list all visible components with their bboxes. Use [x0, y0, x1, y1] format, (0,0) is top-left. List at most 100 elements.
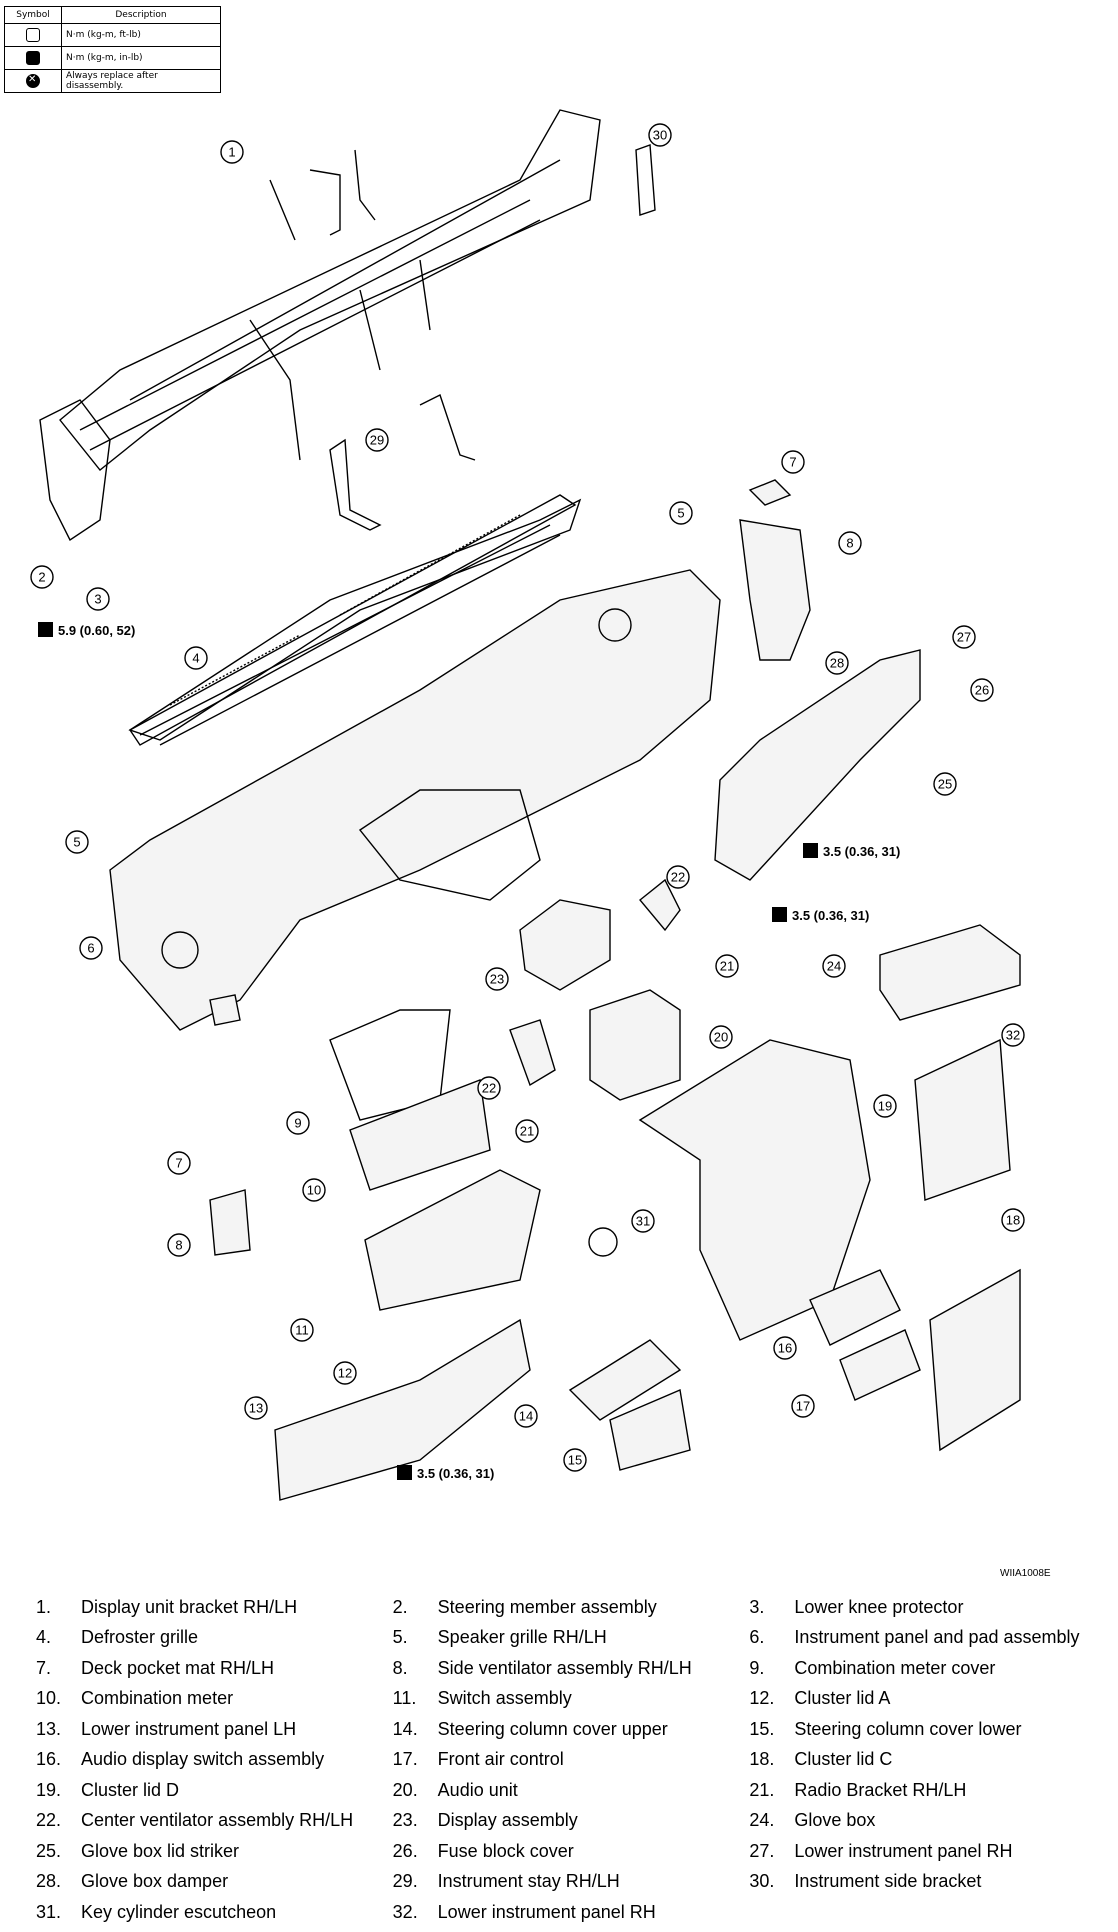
callout-label: 30: [653, 128, 667, 143]
part-name: Instrument stay RH/LH: [437, 1871, 620, 1892]
callout-label: 3: [94, 592, 101, 607]
callout-label: 25: [938, 777, 952, 792]
part-number: 16.: [36, 1749, 62, 1770]
callout-label: 23: [490, 972, 504, 987]
parts-list-item: 17.Front air control: [393, 1749, 750, 1770]
callout-label: 4: [192, 651, 199, 666]
figure-code: WIIA1008E: [1000, 1568, 1051, 1579]
callout-label: 26: [975, 683, 989, 698]
torque-wrench-icon: [772, 907, 787, 922]
part-number: 15.: [749, 1718, 775, 1739]
part-number: 26.: [392, 1840, 418, 1861]
callout-label: 7: [175, 1156, 182, 1171]
parts-list-item: 11. Switch assembly: [393, 1688, 750, 1709]
part-name: Glove box: [794, 1810, 876, 1831]
parts-list-row: 16. Audio display switch assembly 17.Front…: [36, 1745, 1106, 1776]
callout-label: 19: [878, 1099, 892, 1114]
part-name: Audio unit: [437, 1779, 518, 1800]
callout-label: 1: [228, 145, 235, 160]
part-name: Key cylinder escutcheon: [81, 1901, 277, 1922]
callout-label: 18: [1006, 1213, 1020, 1228]
part-name: Cluster lid D: [81, 1779, 180, 1800]
replace-icon: [26, 74, 40, 88]
part-number: 5.: [392, 1627, 408, 1648]
torque-wrench-icon: [397, 1465, 412, 1480]
defroster-grille-drawing: [128, 494, 577, 746]
part-number: 22.: [36, 1810, 62, 1831]
torque-wrench-icon: [803, 843, 818, 858]
part-number: 4.: [36, 1627, 52, 1648]
part-name: Combination meter cover: [794, 1657, 996, 1678]
part-number: 2.: [392, 1596, 408, 1617]
callout-label: 21: [720, 959, 734, 974]
legend-row-text: N·m (kg-m, in-lb): [61, 46, 221, 70]
parts-list-item: 10.Combination meter: [36, 1688, 393, 1709]
part-name: Audio display switch assembly: [81, 1749, 325, 1770]
callout-label: 2: [38, 570, 45, 585]
cluster-lid-c-drawing: [809, 1038, 1021, 1452]
part-number: 24.: [749, 1810, 775, 1831]
part-number: 11.: [392, 1688, 417, 1709]
parts-list-item: 28. Glove box damper: [36, 1871, 393, 1892]
part-number: 28.: [36, 1871, 62, 1892]
part-name: Fuse block cover: [437, 1840, 574, 1861]
parts-list-item: 30.Instrument side bracket: [749, 1871, 1106, 1892]
callout-label: 10: [307, 1183, 321, 1198]
callout-label: 21: [520, 1124, 534, 1139]
part-name: Combination meter: [81, 1688, 234, 1709]
part-number: 29.: [392, 1871, 418, 1892]
parts-list-item: 18.Cluster lid C: [749, 1749, 1106, 1770]
parts-list-item: 2. Steering member assembly: [393, 1597, 750, 1618]
callout-markers: 1 2 3 4 5 5 6 7 7 8 8 9 10 11 12 13 14 1…: [30, 123, 1025, 1472]
part-name: Glove box damper: [81, 1871, 229, 1892]
part-number: 23.: [392, 1810, 418, 1831]
callout-label: 8: [175, 1238, 182, 1253]
callout-label: 9: [294, 1116, 301, 1131]
part-number: 6.: [749, 1627, 765, 1648]
glove-box-drawing: [714, 649, 1021, 1021]
part-name: Steering member assembly: [437, 1596, 657, 1617]
part-name: Center ventilator assembly RH/LH: [81, 1810, 354, 1831]
parts-list-item: 26. Fuse block cover: [393, 1841, 750, 1862]
parts-list-item: 29. Instrument stay RH/LH: [393, 1871, 750, 1892]
center-stack-drawing: [509, 878, 871, 1341]
parts-list-item: 9. Combination meter cover: [749, 1658, 1106, 1679]
callout-label: 22: [482, 1081, 496, 1096]
torque-label: 3.5 (0.36, 31): [417, 1466, 494, 1481]
parts-list-item: 1.Display unit bracket RH/LH: [36, 1597, 393, 1618]
side-ventilator-rh-drawing: [739, 479, 811, 661]
bracket-drawings: [269, 144, 656, 531]
part-name: Instrument panel and pad assembly: [794, 1627, 1080, 1648]
part-number: 7.: [36, 1657, 52, 1678]
part-name: Deck pocket mat RH/LH: [81, 1657, 275, 1678]
parts-list-row: 28. Glove box damper 29. Instrument stay RH…: [36, 1867, 1106, 1898]
parts-list-item: 31. Key cylinder escutcheon: [36, 1902, 393, 1923]
part-name: Glove box lid striker: [81, 1840, 240, 1861]
parts-list-item: 5.Speaker grille RH/LH: [393, 1627, 750, 1648]
part-name: Switch assembly: [437, 1688, 572, 1709]
callout-label: 8: [846, 536, 853, 551]
torque-label: 5.9 (0.60, 52): [58, 623, 135, 638]
part-number: 31.: [36, 1901, 62, 1922]
part-number: 9.: [749, 1657, 765, 1678]
part-number: 27.: [749, 1840, 775, 1861]
part-number: 8.: [392, 1657, 408, 1678]
steering-member-drawing: [39, 109, 601, 542]
torque-label: 3.5 (0.36, 31): [823, 844, 900, 859]
part-number: 21.: [749, 1779, 775, 1800]
parts-list-item: 22. Center ventilator assembly RH/LH: [36, 1810, 393, 1831]
part-name: Cluster lid C: [794, 1749, 893, 1770]
torque-wrench-inlb-icon: [26, 51, 40, 65]
part-number: 19.: [36, 1779, 62, 1800]
part-number: 32.: [392, 1901, 418, 1922]
parts-list-item: 6. Instrument panel and pad assembly: [749, 1627, 1106, 1648]
part-number: 20.: [392, 1779, 418, 1800]
callout-label: 29: [370, 433, 384, 448]
symbol-legend-table: Symbol Description N·m (kg-m, ft-lb) N·m…: [4, 6, 221, 93]
callout-label: 14: [519, 1409, 533, 1424]
